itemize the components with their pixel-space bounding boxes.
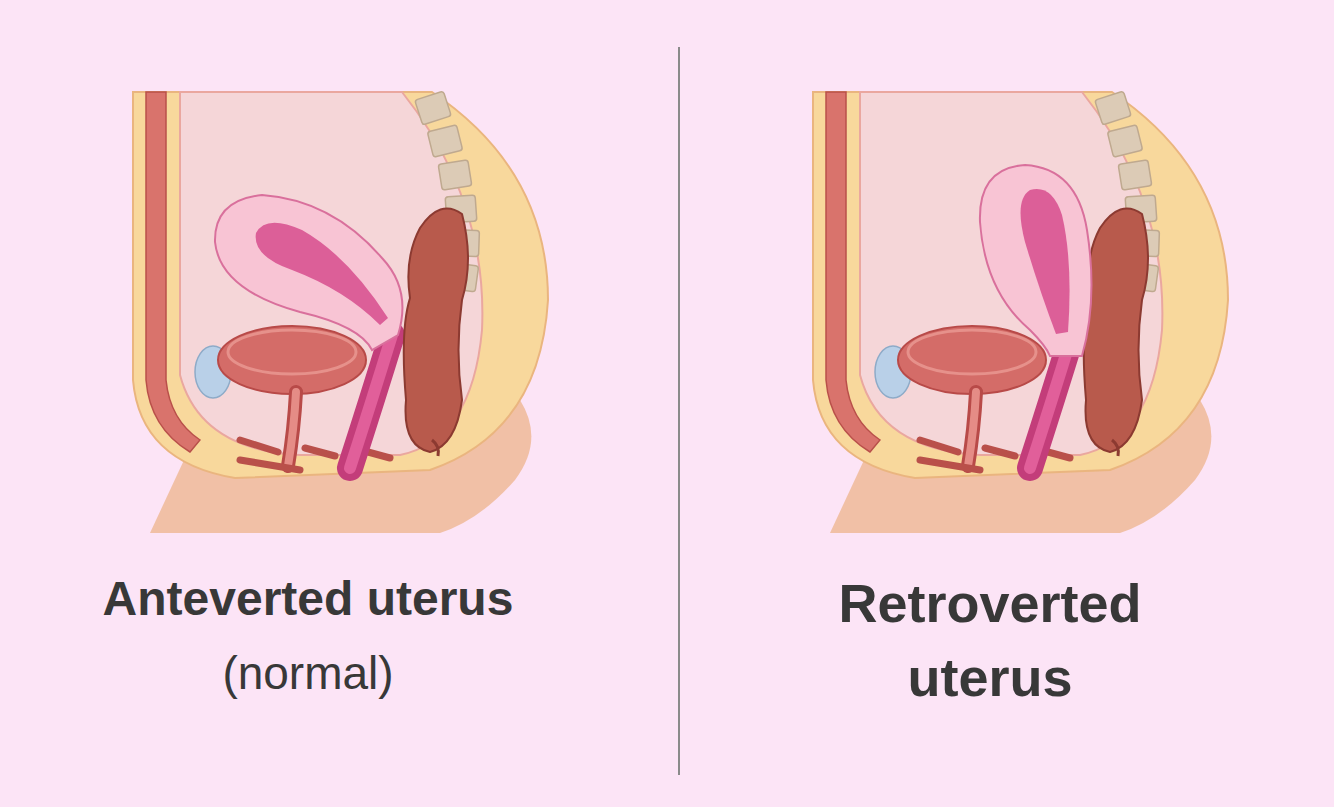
retroverted-uterus bbox=[980, 165, 1092, 356]
divider-line bbox=[678, 47, 680, 775]
pelvis-figure bbox=[813, 91, 1228, 533]
caption-label: Retroverted uterus bbox=[775, 566, 1205, 714]
caption-label: Anteverted uterus bbox=[0, 566, 618, 631]
caption-label: (normal) bbox=[0, 642, 618, 704]
pelvis-figure bbox=[133, 91, 548, 533]
anteverted-uterus bbox=[215, 195, 402, 350]
